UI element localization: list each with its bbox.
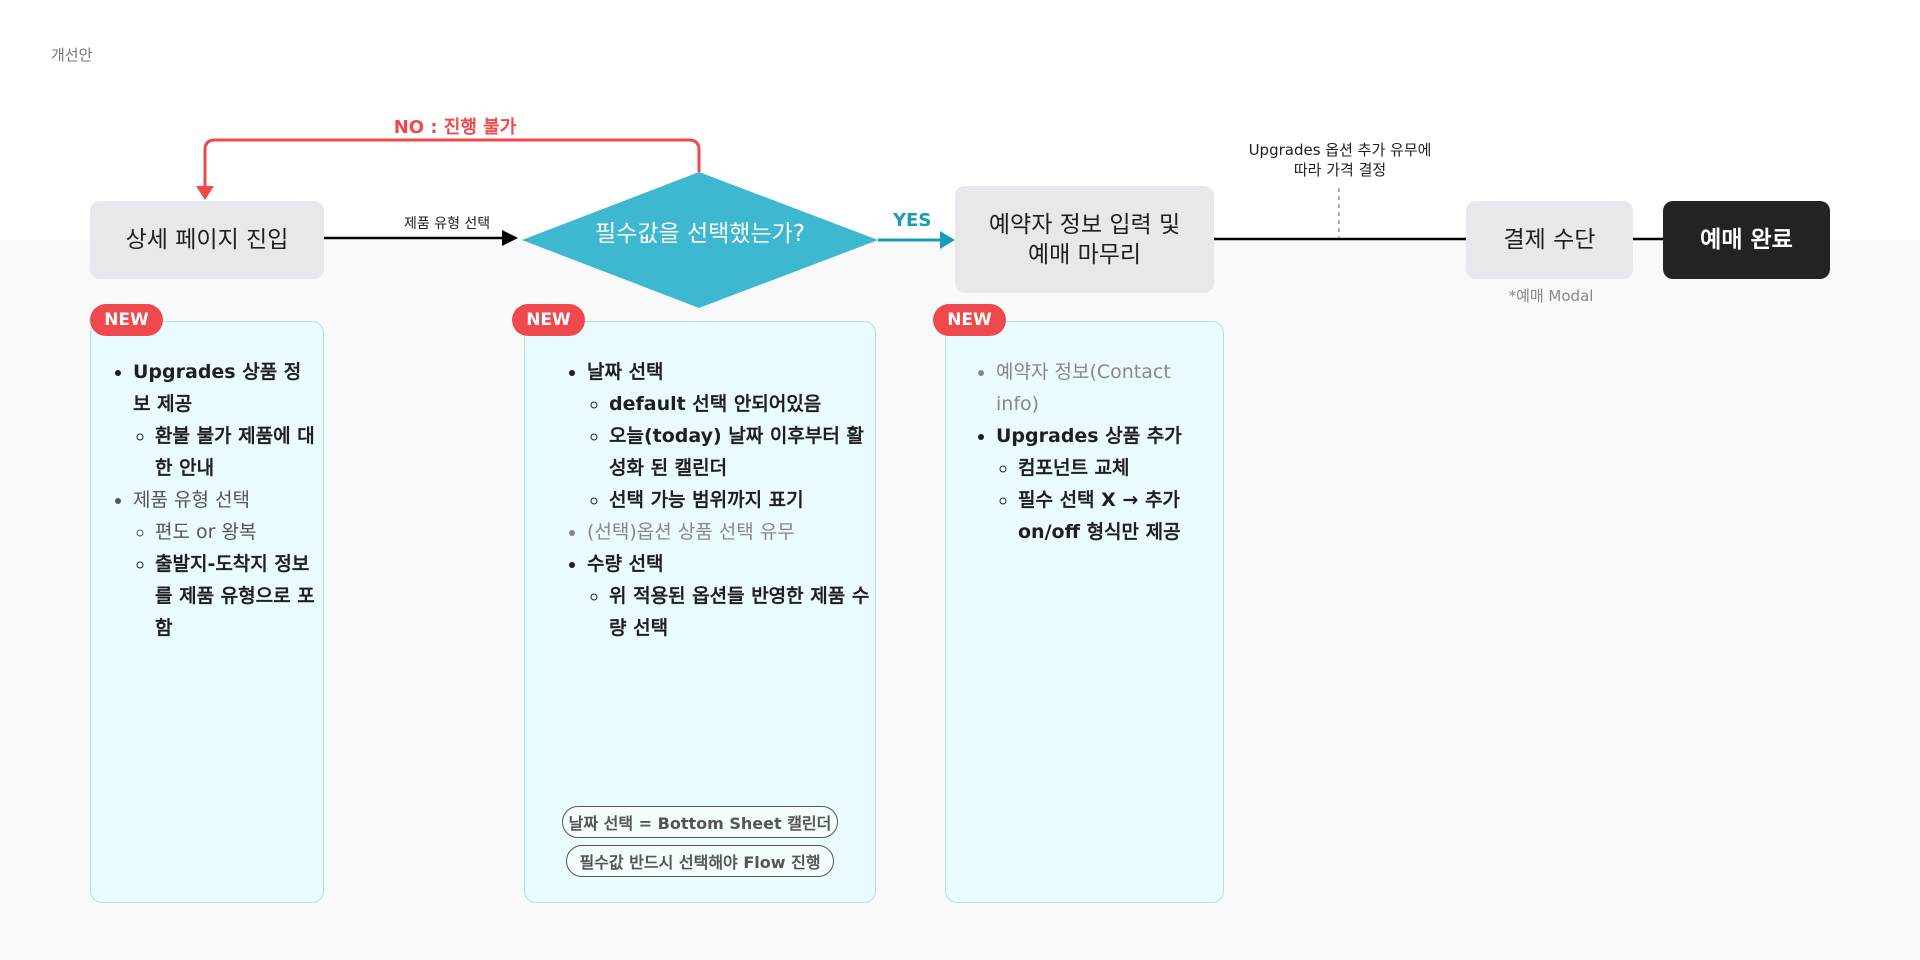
page-label: 개선안: [51, 46, 93, 64]
decision-bullet-sub-item-text: 오늘(today) 날짜 이후부터 활성화 된 캘린더: [609, 425, 864, 479]
panel-reservation-list: 예약자 정보(Contact info)Upgrades 상품 추가컴포넌트 교…: [978, 356, 1218, 548]
node-detail-page-label: 상세 페이지 진입: [125, 227, 289, 253]
node-payment: 결제 수단: [1466, 201, 1633, 279]
panel-decision-list: 날짜 선택 default 선택 안되어있음오늘(today) 날짜 이후부터 활…: [569, 356, 879, 644]
reservation-bullet-sub-item-text: 필수 선택 X → 추가 on/off 형식만 제공: [1018, 489, 1181, 543]
arrowhead-detail-to-decision: [502, 230, 518, 246]
decision-bullet-item-text: 날짜 선택: [587, 361, 664, 383]
node-reservation-line2: 예매 마무리: [1027, 241, 1142, 268]
detail-bullet-sub-item-text: 출발지-도착지 정보를 제품 유형으로 포함: [155, 553, 315, 639]
decision-bullet-item-text: 수량 선택: [587, 553, 664, 575]
reservation-bullet-list: 예약자 정보(Contact info)Upgrades 상품 추가컴포넌트 교…: [978, 356, 1218, 548]
panel-detail-page: Upgrades 상품 정보 제공환불 불가 제품에 대한 안내제품 유형 선택…: [90, 321, 324, 903]
decision-bullet-sub-item-text: default 선택 안되어있음: [609, 393, 822, 415]
reservation-bullet-sub-item-text: 컴포넌트 교체: [1018, 457, 1130, 479]
decision-bullet-sub-item: 오늘(today) 날짜 이후부터 활성화 된 캘린더: [609, 420, 879, 484]
upgrades-note-line2: 따라 가격 결정: [1293, 161, 1387, 179]
reservation-bullet-item-text: Upgrades 상품 추가: [996, 425, 1182, 447]
upgrades-note-line1: Upgrades 옵션 추가 유무에: [1248, 141, 1432, 159]
decision-bullet-item: (선택)옵션 상품 선택 유무: [587, 516, 879, 548]
decision-bullet-sub-list: 위 적용된 옵션들 반영한 제품 수량 선택: [587, 580, 879, 644]
panel-decision: 날짜 선택 default 선택 안되어있음오늘(today) 날짜 이후부터 활…: [524, 321, 876, 903]
node-payment-label: 결제 수단: [1503, 227, 1596, 253]
reservation-bullet-sub-list: 컴포넌트 교체필수 선택 X → 추가 on/off 형식만 제공: [996, 452, 1218, 548]
detail-bullet-item-text: 제품 유형 선택: [133, 489, 250, 511]
decision-bullet-sub-item-text: 선택 가능 범위까지 표기: [609, 489, 804, 511]
reservation-bullet-sub-item: 컴포넌트 교체: [1018, 452, 1218, 484]
detail-bullet-sub-item: 출발지-도착지 정보를 제품 유형으로 포함: [155, 548, 315, 644]
arrowhead-yes: [940, 231, 955, 249]
new-badge-middle: NEW: [512, 304, 585, 336]
panel-reservation: 예약자 정보(Contact info)Upgrades 상품 추가컴포넌트 교…: [945, 321, 1224, 903]
decision-bullet-item: 수량 선택위 적용된 옵션들 반영한 제품 수량 선택: [587, 548, 879, 644]
node-reservation-line1: 예약자 정보 입력 및: [988, 211, 1181, 238]
pill-bottom-sheet: 날짜 선택 = Bottom Sheet 캘린더: [562, 806, 838, 838]
reservation-bullet-item: 예약자 정보(Contact info): [996, 356, 1218, 420]
decision-bullet-sub-item: default 선택 안되어있음: [609, 388, 879, 420]
node-complete-label: 예매 완료: [1700, 227, 1793, 253]
edge-label-product-type: 제품 유형 선택: [404, 216, 491, 232]
reservation-bullet-item: Upgrades 상품 추가컴포넌트 교체필수 선택 X → 추가 on/off…: [996, 420, 1218, 548]
new-badge-left: NEW: [90, 304, 163, 336]
detail-bullet-sub-list: 편도 or 왕복출발지-도착지 정보를 제품 유형으로 포함: [133, 516, 315, 644]
detail-bullet-item: Upgrades 상품 정보 제공환불 불가 제품에 대한 안내: [133, 356, 315, 484]
decision-label: 필수값을 선택했는가?: [595, 221, 805, 247]
detail-bullet-sub-item: 환불 불가 제품에 대한 안내: [155, 420, 315, 484]
reservation-bullet-item-text: 예약자 정보(Contact info): [996, 361, 1171, 415]
detail-bullet-sub-list: 환불 불가 제품에 대한 안내: [133, 420, 315, 484]
detail-bullet-list: Upgrades 상품 정보 제공환불 불가 제품에 대한 안내제품 유형 선택…: [115, 356, 315, 644]
node-complete: 예매 완료: [1663, 201, 1830, 279]
detail-bullet-sub-item: 편도 or 왕복: [155, 516, 315, 548]
detail-bullet-sub-item-text: 편도 or 왕복: [155, 521, 257, 543]
modal-note: *예매 Modal: [1508, 287, 1594, 305]
new-badge-right: NEW: [933, 304, 1006, 336]
reservation-bullet-sub-item: 필수 선택 X → 추가 on/off 형식만 제공: [1018, 484, 1218, 548]
node-detail-page: 상세 페이지 진입: [90, 201, 324, 279]
upgrades-note: Upgrades 옵션 추가 유무에 따라 가격 결정: [1240, 140, 1440, 180]
edge-no-loop: [203, 138, 701, 188]
decision-bullet-list: 날짜 선택 default 선택 안되어있음오늘(today) 날짜 이후부터 활…: [569, 356, 879, 644]
decision-diamond: [522, 172, 878, 308]
decision-bullet-sub-item-text: 위 적용된 옵션들 반영한 제품 수량 선택: [609, 585, 870, 639]
node-reservation: 예약자 정보 입력 및 예매 마무리: [955, 186, 1214, 293]
decision-bullet-sub-item: 선택 가능 범위까지 표기: [609, 484, 879, 516]
arrowhead-no-loop: [196, 186, 214, 200]
decision-bullet-item: 날짜 선택 default 선택 안되어있음오늘(today) 날짜 이후부터 활…: [587, 356, 879, 516]
detail-bullet-sub-item-text: 환불 불가 제품에 대한 안내: [155, 425, 315, 479]
edge-label-yes: YES: [893, 210, 932, 231]
decision-bullet-sub-item: 위 적용된 옵션들 반영한 제품 수량 선택: [609, 580, 879, 644]
detail-bullet-item: 제품 유형 선택편도 or 왕복출발지-도착지 정보를 제품 유형으로 포함: [133, 484, 315, 644]
detail-bullet-item-text: Upgrades 상품 정보 제공: [133, 361, 302, 415]
panel-detail-page-list: Upgrades 상품 정보 제공환불 불가 제품에 대한 안내제품 유형 선택…: [115, 356, 315, 644]
decision-bullet-item-text: (선택)옵션 상품 선택 유무: [587, 521, 795, 543]
pill-required-flow: 필수값 반드시 선택해야 Flow 진행: [566, 845, 834, 877]
decision-bullet-sub-list: default 선택 안되어있음오늘(today) 날짜 이후부터 활성화 된 …: [587, 388, 879, 516]
edge-label-no: NO : 진행 불가: [393, 117, 517, 138]
